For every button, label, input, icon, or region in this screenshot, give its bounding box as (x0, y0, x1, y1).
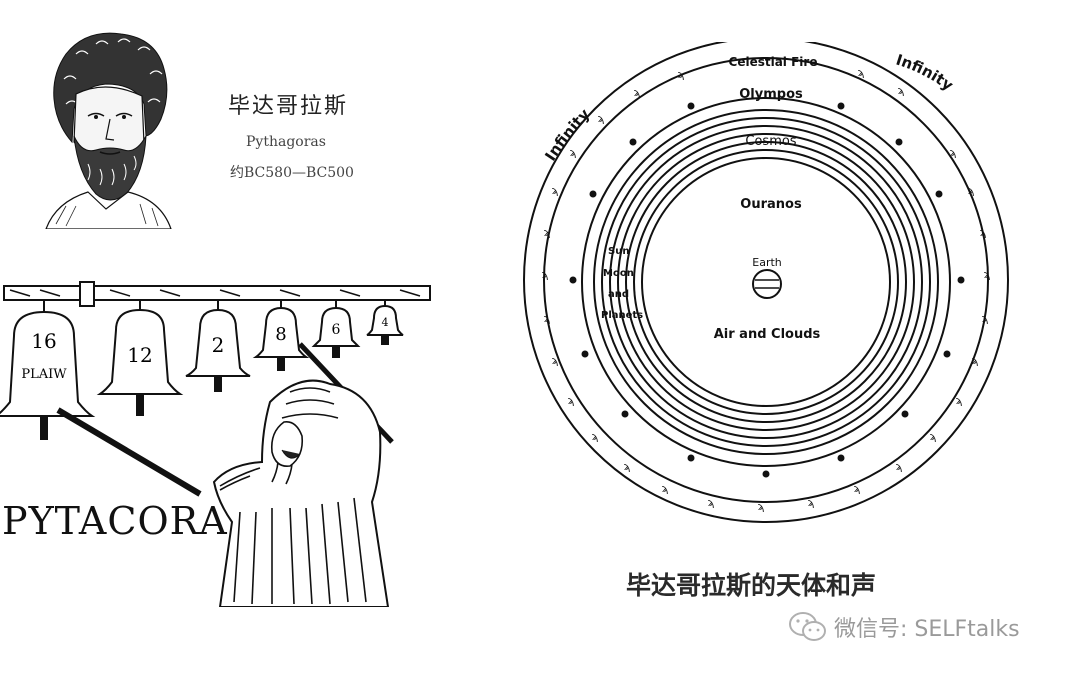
bell-label-16: 16 (31, 329, 56, 353)
bells-woodcut: 16 PLAIW 12 2 8 6 (0, 272, 440, 607)
svg-text:ϡ: ϡ (598, 112, 605, 125)
svg-text:ϡ: ϡ (544, 226, 551, 239)
svg-text:ϡ: ϡ (858, 66, 865, 79)
svg-text:ϡ: ϡ (758, 500, 765, 513)
bell-label-6: 6 (332, 322, 341, 338)
svg-text:ϡ: ϡ (980, 226, 987, 239)
label-infinity-left: Infinity (541, 105, 593, 164)
svg-text:ϡ: ϡ (678, 68, 685, 81)
svg-text:ϡ: ϡ (634, 86, 641, 99)
svg-text:ϡ: ϡ (544, 312, 551, 325)
svg-text:ϡ: ϡ (854, 482, 861, 495)
label-and: and (608, 289, 629, 300)
figure-caption: 毕达哥拉斯的天体和声 (626, 566, 876, 602)
bell: 4 (367, 300, 403, 345)
label-planets: Planets (601, 310, 643, 321)
svg-text:ϡ: ϡ (972, 354, 979, 367)
svg-text:ϡ: ϡ (708, 496, 715, 509)
label-air-and-clouds: Air and Clouds (714, 327, 821, 342)
bell: 8 (256, 300, 306, 371)
svg-text:ϡ: ϡ (592, 430, 599, 443)
svg-text:ϡ: ϡ (930, 430, 937, 443)
wechat-icon (788, 610, 828, 644)
svg-text:ϡ: ϡ (896, 460, 903, 473)
portrait-name-cn: 毕达哥拉斯 (228, 88, 348, 120)
svg-text:ϡ: ϡ (982, 312, 989, 325)
bell-label-2: 2 (212, 333, 225, 357)
svg-text:ϡ: ϡ (552, 184, 559, 197)
svg-text:ϡ: ϡ (950, 146, 957, 159)
bell-inscription: PLAIW (21, 367, 67, 382)
svg-text:ϡ: ϡ (570, 146, 577, 159)
pythagoras-portrait (26, 24, 186, 229)
svg-text:ϡ: ϡ (898, 84, 905, 97)
celestial-spheres-diagram: ϡ ϡ ϡ ϡ ϡ ϡ ϡ ϡ ϡ ϡ ϡ ϡ ϡ ϡ ϡ ϡ ϡ ϡ ϡ ϡ ϡ ϡ ϡ ϡ ϡ ϡ ϡ ϡ In… (515, 42, 1025, 527)
bell-label-8: 8 (275, 324, 286, 345)
label-celestial-fire: Celestial Fire (729, 55, 818, 69)
pytacora-banner: PYTACORA (2, 499, 228, 543)
watermark-text: 微信号: SELFtalks (834, 611, 1020, 643)
svg-text:ϡ: ϡ (662, 482, 669, 495)
svg-text:ϡ: ϡ (568, 394, 575, 407)
svg-text:ϡ: ϡ (956, 394, 963, 407)
svg-text:ϡ: ϡ (552, 354, 559, 367)
svg-text:ϡ: ϡ (624, 460, 631, 473)
earth-symbol (753, 270, 781, 298)
svg-text:ϡ: ϡ (542, 268, 549, 281)
label-sun: Sun (608, 246, 629, 257)
label-ouranos: Ouranos (740, 197, 802, 212)
bell: 2 (186, 300, 250, 392)
svg-text:ϡ: ϡ (968, 184, 975, 197)
label-cosmos: Cosmos (745, 134, 796, 149)
svg-text:ϡ: ϡ (984, 268, 991, 281)
bell: 12 (100, 300, 180, 416)
portrait-dates: 约BC580—BC500 (230, 162, 354, 182)
bell: 6 (314, 300, 358, 358)
bell-label-4: 4 (382, 316, 389, 329)
label-earth: Earth (752, 256, 782, 269)
label-olympos: Olympos (739, 87, 803, 102)
svg-text:ϡ: ϡ (808, 496, 815, 509)
portrait-name-en: Pythagoras (246, 134, 326, 150)
wechat-watermark: 微信号: SELFtalks (788, 610, 1020, 644)
bell-label-12: 12 (127, 343, 152, 367)
label-moon: Moon (603, 268, 634, 279)
